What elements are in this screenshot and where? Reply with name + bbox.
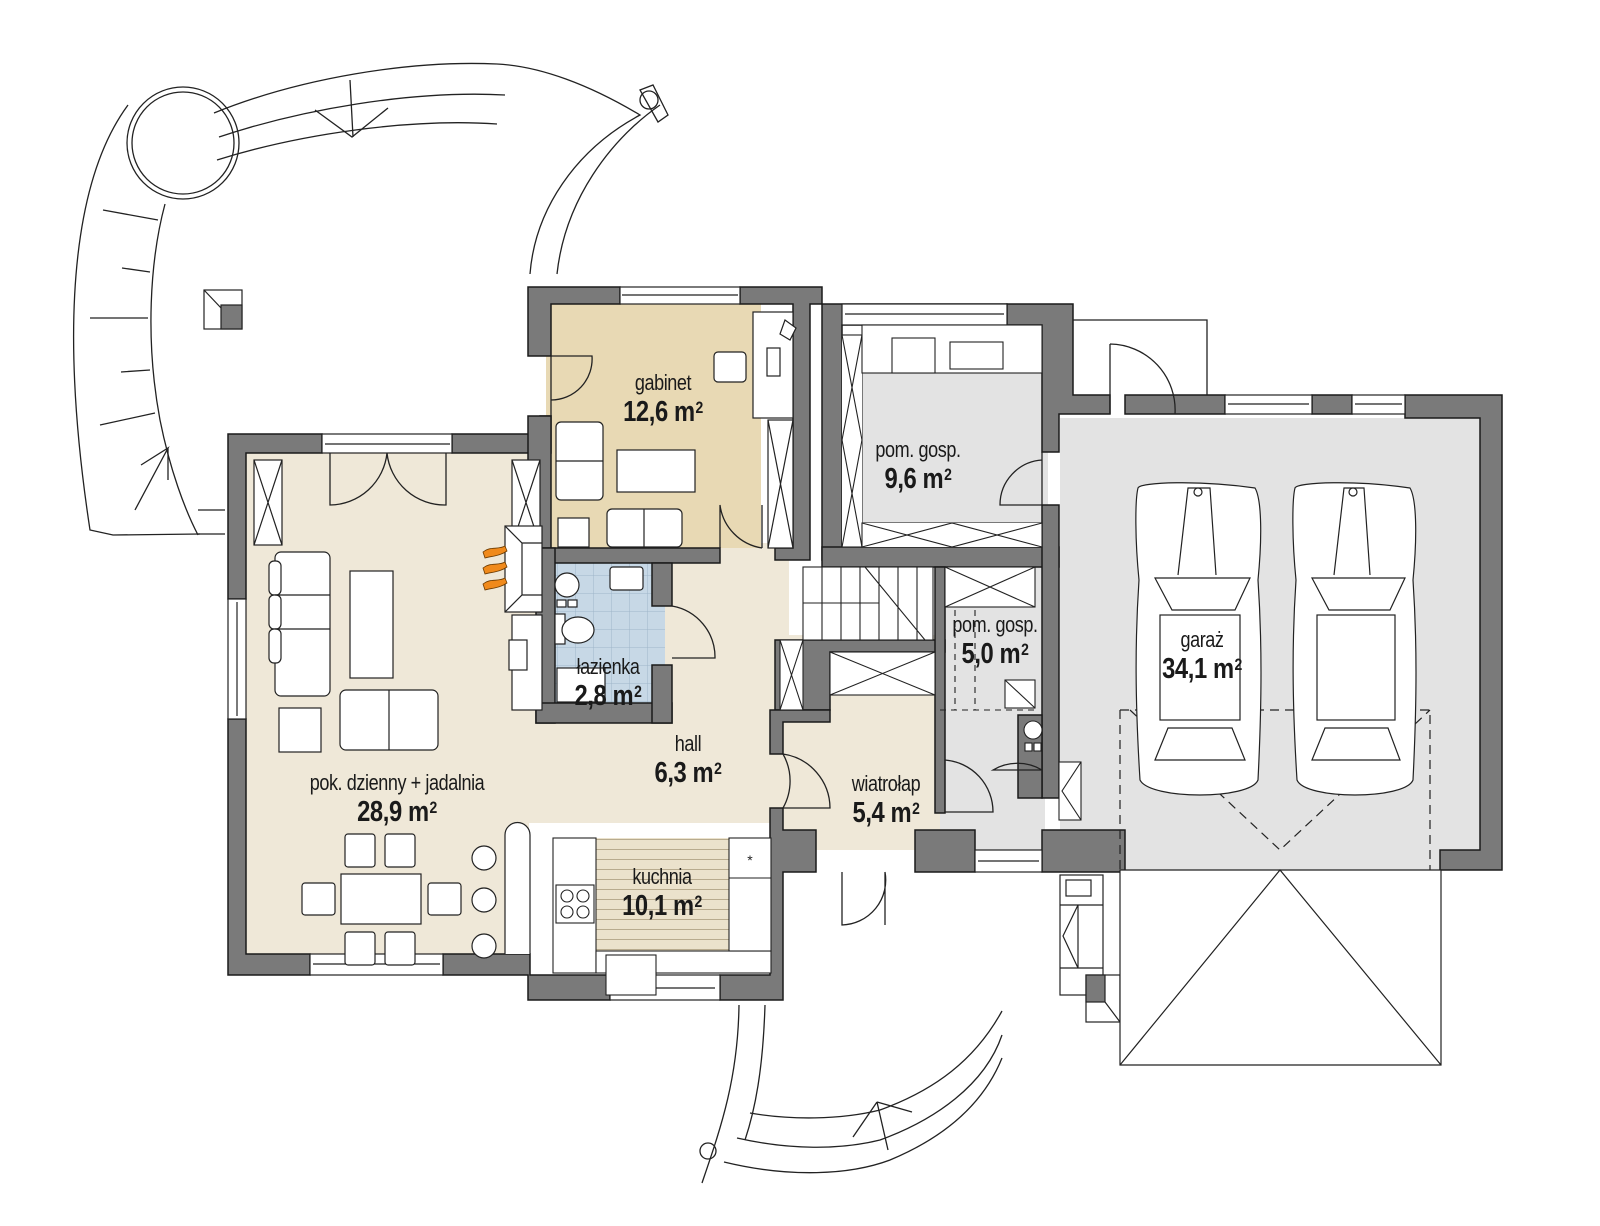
room-name: hall <box>674 731 702 756</box>
car-icon <box>1135 482 1262 796</box>
fireplace-icon <box>504 525 543 613</box>
chair <box>301 882 336 916</box>
door-swing-icon <box>1073 319 1208 415</box>
toilet-icon <box>554 613 595 645</box>
room-label-utility-2: pom. gosp. 5,0 m2 <box>943 612 1047 670</box>
room-name: wiatrołap <box>851 771 921 796</box>
armchair-icon <box>555 421 604 501</box>
door-swing-icon <box>990 762 1043 771</box>
sink-icon <box>949 341 1004 370</box>
door-swing-icon <box>329 452 447 506</box>
room-name: kuchnia <box>632 864 692 889</box>
room-name: pok. dzienny + jadalnia <box>309 770 485 795</box>
room-name: pom. gosp. <box>875 437 961 462</box>
sofa-icon <box>268 551 331 697</box>
door-swing-icon <box>944 759 994 813</box>
room-area: 28,9 m2 <box>357 796 437 828</box>
stove-icon <box>555 884 595 924</box>
utility-1-floor <box>862 373 1048 523</box>
room-area: 2,8 m2 <box>574 680 642 712</box>
room-label-kitchen: kuchnia 10,1 m2 <box>613 864 710 922</box>
chair <box>427 882 462 916</box>
room-label-living-dining: pok. dzienny + jadalnia 28,9 m2 <box>291 770 504 828</box>
door-swing-icon <box>782 753 831 809</box>
room-area: 9,6 m2 <box>884 463 952 495</box>
armchair-icon <box>339 689 439 751</box>
fridge-icon: * <box>747 852 753 868</box>
room-area: 34,1 m2 <box>1162 653 1242 685</box>
chair <box>384 833 416 868</box>
chair <box>344 931 376 966</box>
kitchen-floor <box>596 838 729 951</box>
room-label-hall: hall 6,3 m2 <box>647 731 729 789</box>
stairs-icon <box>802 566 934 641</box>
terrace-top-left <box>72 62 669 536</box>
door-swing-icon <box>999 452 1043 506</box>
sink-icon <box>609 566 644 591</box>
room-area: 10,1 m2 <box>622 890 702 922</box>
desk <box>616 449 696 493</box>
shower-icon <box>556 667 606 703</box>
room-label-bathroom: łazienka 2,8 m2 <box>567 654 649 712</box>
utility-1-fixtures <box>841 324 1043 548</box>
doors <box>329 319 1208 926</box>
room-name: gabinet <box>634 370 692 395</box>
chair <box>384 931 416 966</box>
garage-details <box>1059 709 1442 1066</box>
kitchen-fixtures: * <box>552 837 772 996</box>
bar-stool <box>471 887 497 913</box>
fireplace-flame-icon <box>482 545 508 591</box>
room-label-vestibule: wiatrołap 5,4 m2 <box>844 771 928 829</box>
door-swing-icon <box>841 871 887 926</box>
garage-floor <box>1060 418 1480 870</box>
door-swing-icon <box>719 504 763 549</box>
room-name: łazienka <box>576 654 640 679</box>
room-area: 5,4 m2 <box>852 797 920 829</box>
door-swing-icon <box>550 355 593 416</box>
door-swing-icon <box>671 605 716 659</box>
bathroom-fixtures <box>554 566 644 703</box>
sink-icon <box>605 954 657 996</box>
armchair-icon <box>606 508 683 548</box>
room-name: garaż <box>1180 627 1224 652</box>
room-label-utility-1: pom. gosp. 9,6 m2 <box>866 437 970 495</box>
room-label-garage: garaż 34,1 m2 <box>1153 627 1250 685</box>
room-label-gabinet: gabinet 12,6 m2 <box>614 370 711 428</box>
bar-stool <box>471 845 497 871</box>
car-icon <box>1292 482 1417 796</box>
hall-wardrobes <box>779 639 936 711</box>
living-furniture <box>253 459 543 966</box>
office-furniture <box>555 311 797 549</box>
room-name: pom. gosp. <box>952 612 1038 637</box>
coffee-table <box>349 570 394 679</box>
room-area: 12,6 m2 <box>623 396 703 428</box>
windows <box>227 286 1406 1001</box>
dining-table <box>340 873 422 925</box>
bar-stool <box>471 933 497 959</box>
walls <box>227 286 1503 1001</box>
room-area: 6,3 m2 <box>654 757 722 789</box>
washer-icon <box>891 337 936 374</box>
chair <box>344 833 376 868</box>
terrace-bottom <box>699 1004 1003 1184</box>
chimney-outside <box>203 289 243 330</box>
utility-2-fixtures <box>940 566 1082 821</box>
room-area: 5,0 m2 <box>961 638 1029 670</box>
